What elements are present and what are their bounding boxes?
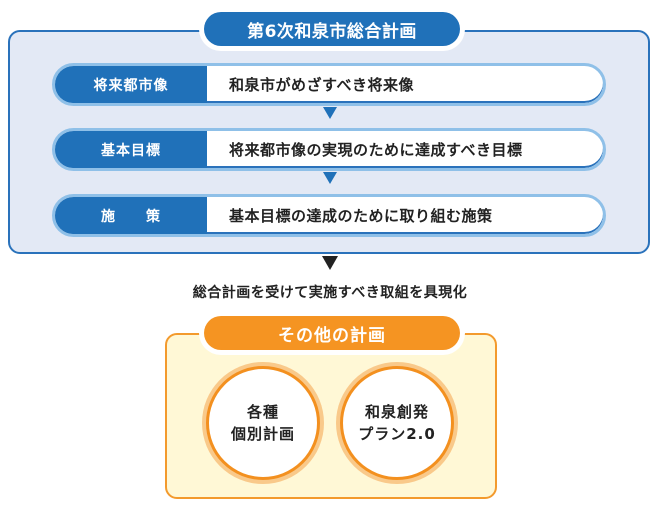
other-plans-title: その他の計画: [204, 316, 460, 350]
row-policies: 施 策 基本目標の達成のために取り組む施策: [52, 194, 606, 237]
row-future-city-image: 将来都市像 和泉市がめざすべき将来像: [52, 63, 606, 106]
row-description: 将来都市像の実現のために達成すべき目標: [229, 141, 523, 159]
row-label: 施 策: [55, 197, 207, 234]
down-arrow-icon: [322, 256, 338, 270]
circle-line: 個別計画: [230, 425, 295, 443]
row-description: 和泉市がめざすべき将来像: [229, 76, 414, 94]
row-description: 基本目標の達成のために取り組む施策: [229, 207, 493, 225]
circle-individual-plans: 各種 個別計画: [206, 366, 320, 480]
row-basic-goals: 基本目標 将来都市像の実現のために達成すべき目標: [52, 128, 606, 171]
row-label: 基本目標: [55, 131, 207, 168]
circle-line: 各種: [246, 403, 279, 421]
main-plan-title: 第6次和泉市総合計画: [204, 12, 460, 46]
row-label: 将来都市像: [55, 66, 207, 103]
circle-line: プラン2.0: [358, 425, 436, 443]
connector-text: 総合計画を受けて実施すべき取組を具現化: [192, 285, 468, 301]
down-arrow-icon: [323, 107, 337, 119]
down-arrow-icon: [323, 172, 337, 184]
circle-izumi-soupatsu-plan: 和泉創発 プラン2.0: [340, 366, 454, 480]
circle-line: 和泉創発: [364, 403, 429, 421]
